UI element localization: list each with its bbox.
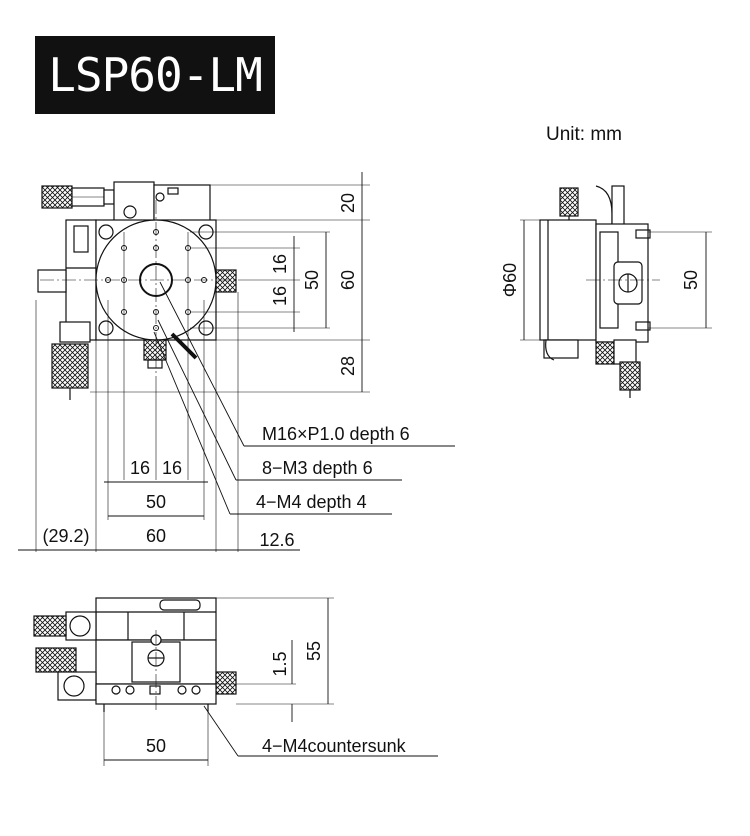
dim-1-5: 1.5	[270, 651, 290, 676]
side-view-dims	[520, 219, 712, 341]
dim-55: 55	[304, 641, 324, 661]
dim-12-6: 12.6	[259, 530, 294, 550]
dim-16-upper: 16	[270, 254, 290, 274]
dim-phi60: Φ60	[500, 263, 520, 297]
top-view-centerlines	[35, 184, 370, 552]
model-title: LSP60-LM	[48, 48, 263, 102]
unit-label: Unit: mm	[546, 124, 622, 145]
top-view-right-dims	[293, 172, 363, 392]
dim-20: 20	[338, 193, 358, 213]
callout-m16: M16×P1.0 depth 6	[262, 424, 410, 444]
title-banner: LSP60-LM	[35, 36, 275, 114]
dim-60-vertical: 60	[338, 270, 358, 290]
dim-16-left: 16	[130, 458, 150, 478]
top-view	[37, 181, 237, 400]
top-micrometer	[41, 181, 211, 223]
dim-28: 28	[338, 356, 358, 376]
left-drive-block	[37, 219, 97, 400]
callout-countersunk: 4−M4countersunk	[262, 736, 407, 756]
dim-50-front: 50	[146, 736, 166, 756]
callout-leaders	[153, 281, 455, 515]
dim-50-vertical: 50	[302, 270, 322, 290]
dim-60-horizontal: 60	[146, 526, 166, 546]
dim-29-2: (29.2)	[42, 526, 89, 546]
dim-16-lower: 16	[270, 286, 290, 306]
callout-4-m4: 4−M4 depth 4	[256, 492, 367, 512]
side-view	[539, 185, 651, 398]
dim-50-side: 50	[681, 270, 701, 290]
dim-16-right: 16	[162, 458, 182, 478]
front-view	[33, 597, 237, 712]
dim-50-horizontal: 50	[146, 492, 166, 512]
callout-8-m3: 8−M3 depth 6	[262, 458, 373, 478]
top-view-bottom-dims	[18, 481, 300, 551]
front-view-dims	[103, 597, 438, 766]
